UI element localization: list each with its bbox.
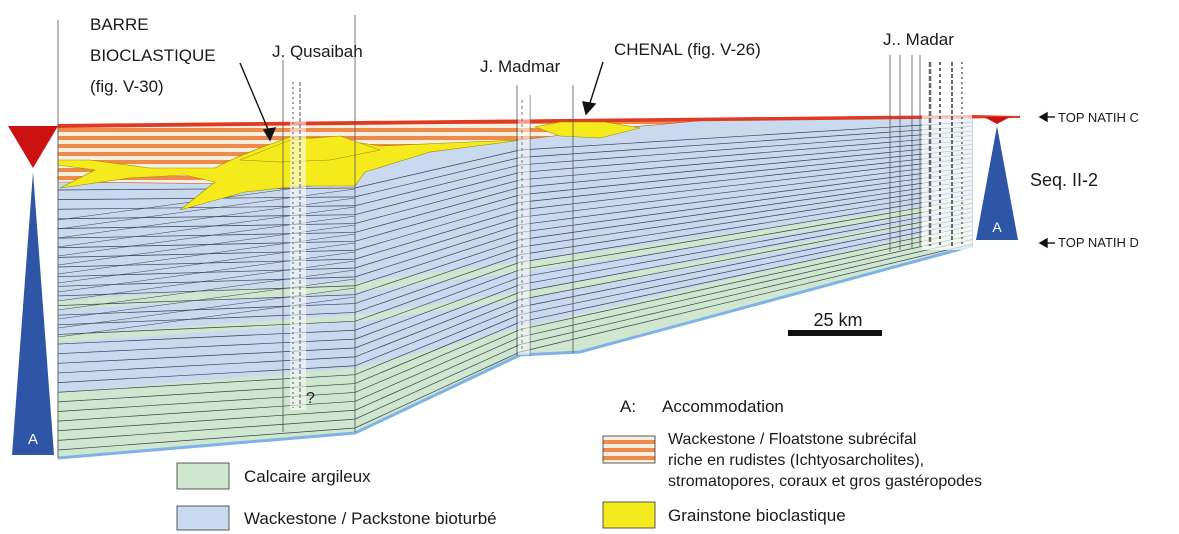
legend-swatch-grainstone [602, 501, 656, 529]
madar-label: J.. Madar [883, 30, 954, 49]
barre-label-3: (fig. V-30) [90, 77, 164, 96]
qusaibah-log-column [290, 80, 306, 410]
top-natih-d-label: TOP NATIH D [1058, 235, 1139, 250]
legend-swatch-wackestone-packstone [176, 505, 230, 531]
blue-triangle-left [12, 172, 54, 455]
accommodation-key: A: [620, 397, 636, 416]
calcaire-argileux-bands [58, 200, 972, 458]
legend-swatch-wackestone-floatstone [602, 435, 656, 464]
grainstone-barre [57, 136, 521, 211]
barre-label-2: BIOCLASTIQUE [90, 46, 216, 65]
accommodation-text: Accommodation [662, 397, 784, 416]
madmar-label: J. Madmar [480, 57, 561, 76]
scale-bar [788, 330, 882, 336]
legend-calcaire: Calcaire argileux [244, 467, 371, 486]
madar-log-column [922, 60, 972, 250]
chenal-label: CHENAL (fig. V-26) [614, 40, 761, 59]
red-triangle-right [984, 117, 1010, 124]
arrows [239, 61, 1055, 249]
legend-wackestone-floatstone-1: Wackestone / Floatstone subrécifal [668, 431, 916, 448]
top-natih-c-label: TOP NATIH C [1058, 110, 1139, 125]
red-triangle-left [8, 126, 58, 168]
legend-wackestone-packstone: Wackestone / Packstone bioturbé [244, 509, 497, 528]
qusaibah-label: J. Qusaibah [272, 42, 363, 61]
question-mark: ? [306, 390, 315, 407]
barre-label-1: BARRE [90, 15, 149, 34]
legend-wackestone-floatstone-2: riche en rudistes (Ichtyosarcholites), [668, 452, 924, 469]
legend: A: Accommodation Wackestone / Floatstone… [176, 397, 982, 531]
legend-swatch-calcaire [176, 462, 230, 490]
blue-triangle-right [976, 126, 1018, 240]
legend-grainstone: Grainstone bioclastique [668, 506, 846, 525]
seq-label: Seq. II-2 [1030, 170, 1098, 190]
a-right-label: A [992, 219, 1002, 235]
grainstone-chenal [533, 121, 641, 139]
a-left-label: A [28, 431, 38, 448]
legend-wackestone-floatstone-3: stromatopores, coraux et gros gastéropod… [668, 473, 982, 490]
madmar-log-column [518, 95, 530, 355]
scale-label: 25 km [813, 310, 862, 330]
